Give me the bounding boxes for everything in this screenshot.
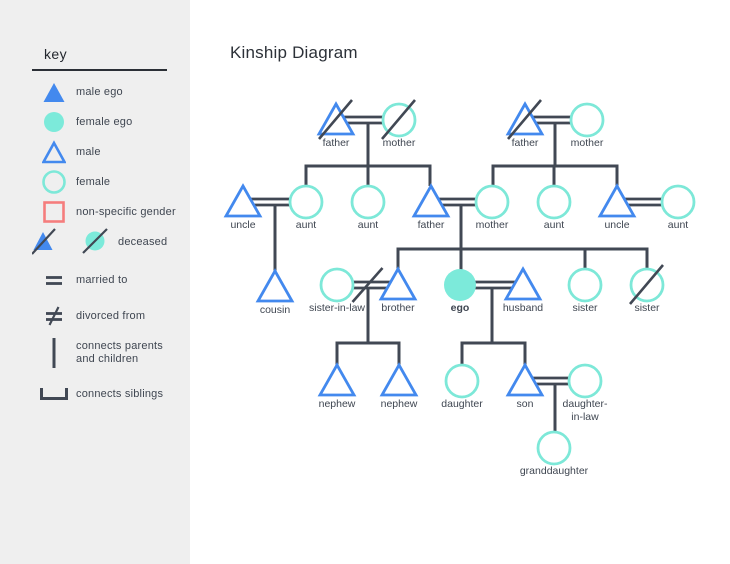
node-label-father: father [418,219,445,231]
node-granddaughter [536,430,572,466]
key-item-divorced: divorced from [32,301,190,331]
node-label-grandmother-paternal: mother [383,137,416,149]
key-item-label: connects siblings [76,387,164,400]
key-item-label: divorced from [76,309,146,322]
male-icon [32,140,76,164]
key-divider [32,69,167,71]
node-label-uncle-1: uncle [230,219,255,231]
node-father [411,183,451,218]
node-label-aunt-1: aunt [296,219,317,231]
node-uncle-1 [223,183,263,218]
node-label-aunt-4: aunt [668,219,689,231]
female-icon [32,170,76,194]
sibling-bracket [396,247,649,270]
key-item-married: married to [32,265,190,295]
node-aunt-1 [288,184,324,220]
node-uncle-2 [597,183,637,218]
node-label-brother: brother [381,302,415,314]
node-label-sister-1: sister [572,302,598,314]
deceased-slash [629,264,664,305]
node-label-grandmother-maternal: mother [571,137,604,149]
non-specific-gender-icon [32,200,76,224]
node-label-aunt-2: aunt [358,219,379,231]
deceased-slash [318,99,353,140]
divorced-from-icon [32,304,76,328]
key-item-label: married to [76,273,128,286]
key-item-label: male [76,145,101,158]
divorce-slash [351,267,384,303]
key-item-female-ego: female ego [32,107,190,137]
node-label-aunt-3: aunt [544,219,565,231]
node-label-sister-2: sister [634,302,660,314]
node-label-son: son [517,398,534,410]
node-label-daughter: daughter [441,398,483,410]
node-label-grandfather-maternal: father [512,137,539,149]
male-ego-icon [32,80,76,104]
node-label-grandfather-paternal: father [323,137,350,149]
key-sidebar: key male ego female ego male [0,0,190,564]
node-label-uncle-2: uncle [604,219,629,231]
node-daughter-in-law [567,363,603,399]
deceased-slash [381,99,416,140]
key-item-female: female [32,167,190,197]
node-daughter [444,363,480,399]
key-item-deceased: deceased [32,227,190,257]
node-aunt-2 [350,184,386,220]
node-sister-in-law [319,267,355,303]
node-label-granddaughter: granddaughter [520,465,589,477]
deceased-icon [32,226,118,258]
node-mother [474,184,510,220]
key-heading: key [44,46,67,62]
node-brother [378,266,418,301]
key-item-label: non-specific gender [76,205,176,218]
node-label-mother: mother [476,219,509,231]
key-item-label: female [76,175,111,188]
deceased-slash [507,99,542,140]
sibling-bracket-icon [32,386,76,402]
key-item-siblings: connects siblings [32,379,190,409]
node-nephew-2 [379,362,419,397]
female-ego-icon [32,110,76,134]
parent-child-line-icon [32,336,76,370]
node-son [505,362,545,397]
node-aunt-4 [660,184,696,220]
node-label-ego: ego [451,302,470,314]
page-title: Kinship Diagram [230,43,358,62]
node-label-nephew-2: nephew [381,398,418,410]
node-label-daughter-in-law: in-law [571,411,599,423]
node-label-daughter-in-law: daughter- [563,398,608,410]
married-to-icon [32,268,76,292]
key-item-non-specific: non-specific gender [32,197,190,227]
key-list: male ego female ego male female [32,77,190,409]
node-aunt-3 [536,184,572,220]
node-sister-1 [567,267,603,303]
key-item-male-ego: male ego [32,77,190,107]
sibling-bracket [460,341,527,366]
node-grandmother-maternal [569,102,605,138]
key-item-label: male ego [76,85,123,98]
node-cousin [255,268,295,303]
key-item-label: female ego [76,115,133,128]
key-item-label: deceased [118,235,168,248]
node-ego [444,269,476,301]
sibling-bracket [335,341,401,365]
node-label-cousin: cousin [260,304,291,316]
node-label-husband: husband [503,302,543,314]
node-nephew-1 [317,362,357,397]
key-item-male: male [32,137,190,167]
node-label-sister-in-law: sister-in-law [309,302,365,314]
node-husband [503,266,543,301]
node-label-nephew-1: nephew [319,398,356,410]
